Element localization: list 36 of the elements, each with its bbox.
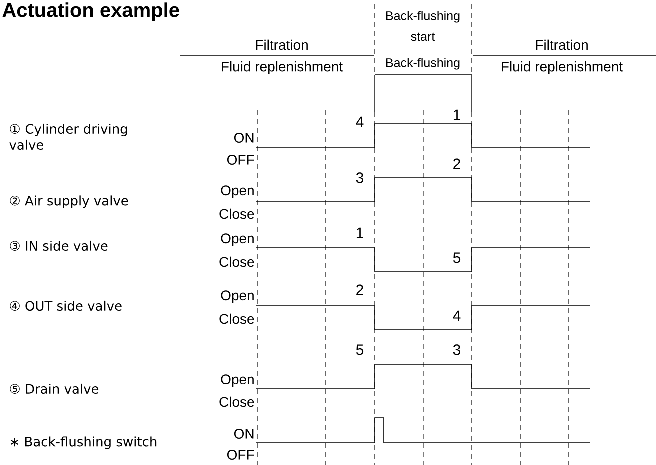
step-number: 4 <box>453 310 461 322</box>
phase-label: Back-flushing <box>386 58 460 70</box>
phase-label: Filtration <box>536 40 588 50</box>
step-number: 5 <box>356 344 364 356</box>
signal-name: ∗ Back-flushing switch <box>10 436 157 450</box>
step-number: 2 <box>356 284 364 296</box>
signal-name: ② Air supply valve <box>10 196 128 208</box>
signal-name: ④ OUT side valve <box>10 300 122 312</box>
state-label: Close <box>220 256 254 268</box>
step-number: 5 <box>453 252 461 264</box>
step-number: 3 <box>356 172 364 184</box>
phase-label: Fluid replenishment <box>502 61 623 74</box>
state-label: ON <box>234 429 254 439</box>
state-label: Open <box>221 290 254 304</box>
state-label: Open <box>221 234 254 246</box>
state-label: Open <box>221 186 254 198</box>
step-number: 4 <box>356 116 364 128</box>
state-label: Close <box>220 314 254 324</box>
state-label: Open <box>221 374 254 388</box>
state-label: Close <box>220 396 254 408</box>
state-label: OFF <box>227 155 254 165</box>
phase-label: Back-flushing <box>386 11 460 23</box>
step-number: 1 <box>356 228 364 238</box>
step-number: 2 <box>454 158 460 170</box>
phase-label: Fluid replenishment <box>222 61 343 74</box>
step-number: 1 <box>454 110 460 120</box>
signal-name: ⑤ Drain valve <box>10 384 99 394</box>
phase-label: Filtration <box>256 40 308 50</box>
title: Actuation example <box>2 2 180 22</box>
signal-name: ③ IN side valve <box>10 240 108 252</box>
state-label: OFF <box>227 450 254 460</box>
phase-label: start <box>411 32 436 42</box>
step-number: 3 <box>453 344 461 356</box>
state-label: Close <box>220 208 254 220</box>
signal-name: ① Cylinder driving valve <box>10 124 128 150</box>
state-label: ON <box>234 133 254 143</box>
